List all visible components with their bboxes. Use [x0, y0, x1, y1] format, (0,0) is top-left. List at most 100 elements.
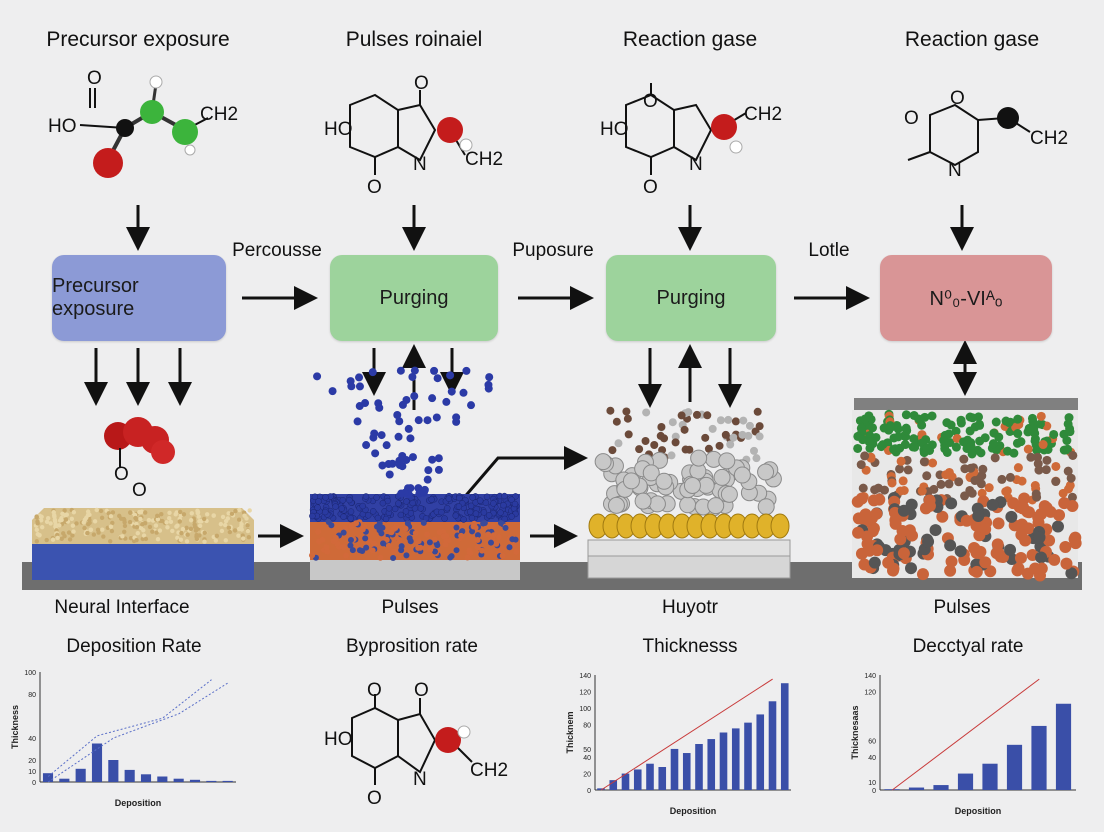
- molecule-bottom: O O HO O N CH2: [324, 680, 508, 809]
- chart-title-4: Decctyal rate: [912, 636, 1024, 657]
- x-axis-label: Deposition: [670, 806, 717, 816]
- y-tick-label: 50: [583, 747, 591, 754]
- y-tick-label: 80: [583, 722, 591, 729]
- m2-o2: O: [367, 177, 382, 198]
- m3-ho: HO: [600, 119, 629, 140]
- y-tick-label: 120: [864, 689, 876, 696]
- bar: [75, 768, 86, 782]
- header-reaction-2: Reaction gase: [904, 28, 1040, 51]
- bar: [157, 776, 168, 782]
- m3-o2: O: [643, 177, 658, 198]
- y-tick-label: 140: [579, 673, 591, 680]
- bar: [908, 787, 925, 790]
- bar: [633, 769, 642, 790]
- y-tick-label: 10: [868, 780, 876, 787]
- m2-n: N: [413, 154, 427, 175]
- molecule-4: O O N CH2: [904, 88, 1068, 181]
- mb-ho: HO: [324, 729, 353, 750]
- header-reaction-1: Reaction gase: [622, 28, 758, 51]
- m4-ch2: CH2: [1030, 128, 1068, 149]
- x-axis-label: Deposition: [955, 806, 1002, 816]
- mb-ch2: CH2: [470, 760, 508, 781]
- m4-o1: O: [904, 108, 919, 129]
- bar: [108, 760, 119, 782]
- bar: [707, 739, 716, 790]
- connector-label-2: Puposure: [512, 240, 594, 261]
- layer-label-1: Neural Interface: [54, 597, 190, 618]
- connector-label-3: Lotle: [808, 240, 850, 261]
- stage-precursor-exposure: Precursor exposure: [52, 255, 226, 341]
- bar: [933, 785, 949, 790]
- stage-purging-1: Purging: [330, 255, 498, 341]
- bar: [982, 763, 998, 790]
- bar: [682, 753, 691, 790]
- chart-title-2: Byprosition rate: [345, 636, 479, 657]
- trend-line: [47, 682, 229, 783]
- bar: [91, 743, 103, 782]
- y-tick-label: 80: [28, 692, 36, 699]
- bar: [173, 778, 184, 782]
- small-labels: O O: [114, 464, 147, 501]
- m1-ch2: CH2: [200, 104, 238, 125]
- stage-reaction: N⁰₀-VIᴬₒ: [880, 255, 1052, 341]
- bar: [670, 748, 679, 790]
- bar: [658, 767, 667, 790]
- chart-title-1: Deposition Rate: [66, 636, 202, 657]
- mb-o2: O: [414, 680, 429, 701]
- mb-o3: O: [367, 788, 382, 809]
- trend-line: [891, 678, 1040, 791]
- y-tick-label: 40: [583, 755, 591, 762]
- bar: [1055, 703, 1072, 790]
- bar: [731, 728, 740, 790]
- m3-ch2: CH2: [744, 104, 782, 125]
- y-tick-label: 10: [28, 769, 36, 776]
- y-tick-label: 20: [28, 758, 36, 765]
- bar: [140, 774, 152, 782]
- molecule-2: HO O O N CH2: [324, 73, 503, 198]
- mb-n: N: [413, 769, 427, 790]
- bar: [1031, 725, 1047, 790]
- bar: [597, 788, 605, 790]
- m4-n: N: [948, 160, 962, 181]
- y-tick-label: 40: [28, 736, 36, 743]
- connector-label-1: Percousse: [232, 240, 322, 261]
- molecule-3: HO O O N CH2: [600, 83, 782, 198]
- small-red-molecule: [104, 417, 175, 468]
- y-tick-label: 0: [32, 780, 36, 787]
- bar: [1006, 744, 1023, 790]
- m1-ho: HO: [48, 116, 77, 137]
- bar: [124, 769, 135, 782]
- m4-o2: O: [950, 88, 965, 109]
- y-tick-label: 120: [579, 689, 591, 696]
- bar: [646, 763, 654, 790]
- y-axis-label: Thickness: [10, 705, 20, 749]
- bar: [719, 732, 728, 790]
- y-tick-label: 100: [24, 670, 36, 677]
- small-o1: O: [114, 464, 129, 485]
- bar: [189, 779, 201, 782]
- header-pulses: Pulses roinaiel: [345, 28, 483, 51]
- y-tick-label: 20: [583, 772, 591, 779]
- header-precursor: Precursor exposure: [46, 28, 230, 51]
- m3-n: N: [689, 154, 703, 175]
- x-axis-label: Deposition: [115, 798, 162, 808]
- y-tick-label: 40: [868, 755, 876, 762]
- bar: [621, 773, 630, 790]
- layer-label-2: Pulses: [381, 597, 439, 618]
- m2-ho: HO: [324, 119, 353, 140]
- m3-o1: O: [643, 91, 658, 112]
- trend-line: [600, 678, 773, 791]
- y-tick-label: 60: [868, 739, 876, 746]
- bar: [695, 744, 703, 790]
- m2-o1: O: [414, 73, 429, 94]
- y-axis-label: Thicknesaas: [850, 705, 860, 759]
- bar: [957, 773, 974, 790]
- y-tick-label: 0: [587, 788, 591, 795]
- bar: [222, 780, 233, 782]
- molecule-1: O HO CH2: [48, 68, 238, 178]
- small-o2: O: [132, 480, 147, 501]
- y-tick-label: 100: [579, 706, 591, 713]
